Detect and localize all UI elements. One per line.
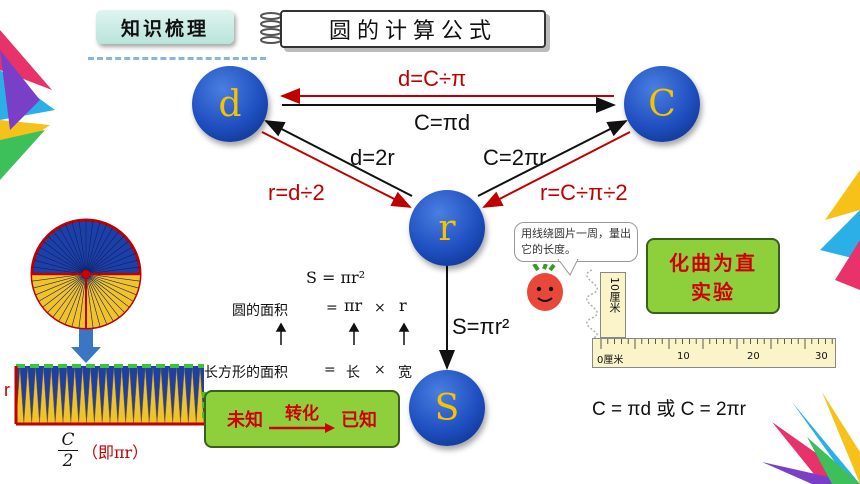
times-sign-1: × — [374, 300, 386, 316]
half-circumference-label: C 2 （即πr） — [58, 430, 148, 471]
known-label: 已知 — [341, 410, 377, 431]
vertical-ruler: 10厘米 — [600, 272, 626, 338]
horizontal-ruler: 0厘米 10 20 30 — [592, 338, 836, 368]
label-d-from-r: d=2r — [350, 145, 395, 170]
transform-arrow-label: 转化 — [285, 404, 319, 424]
page-title: 圆的计算公式 — [280, 10, 546, 48]
circle-to-rect-arrow — [71, 326, 101, 363]
times-sign-2: × — [374, 362, 386, 378]
label-c-from-r: C=2πr — [483, 145, 547, 170]
rearranged-rectangle — [14, 364, 206, 426]
dashed-divider — [88, 57, 266, 60]
rect-height-label: r — [4, 380, 10, 400]
ruler-ticks — [600, 339, 833, 349]
area-formula: S = πr² — [306, 268, 366, 287]
unknown-label: 未知 — [227, 410, 263, 431]
half-c-note: （即πr） — [82, 442, 149, 462]
ruler-tick-20: 20 — [747, 351, 760, 362]
bubble-tail — [557, 259, 579, 276]
string-coil-icon — [586, 269, 598, 339]
eq-sign-1: = — [326, 300, 338, 316]
ruler-tick-30: 30 — [815, 351, 828, 362]
circle-area-label: 圆的面积 — [232, 303, 288, 319]
circumference-formula: C = πd 或 C = 2πr — [592, 399, 746, 420]
node-d: d — [192, 66, 268, 142]
width-term: 宽 — [398, 365, 412, 381]
experiment-subtitle: 实验 — [691, 280, 735, 304]
rect-area-label: 长方形的面积 — [204, 365, 288, 381]
arrow-d-to-r — [261, 131, 412, 208]
speech-bubble: 用线绕圆片一周，量出它的长度。 — [514, 222, 638, 262]
vertical-ruler-label: 10厘米 — [608, 277, 621, 313]
pi-r-term: πr — [344, 296, 363, 315]
arrow-c-to-r — [482, 131, 631, 208]
node-c: C — [624, 66, 700, 142]
confetti-decoration-right-top — [820, 170, 860, 290]
transform-box: 未知 转化 已知 — [204, 390, 400, 448]
sector-circle-diagram — [30, 218, 142, 330]
label-r-from-c: r=C÷π÷2 — [540, 180, 628, 205]
label-d-from-c: d=C÷π — [398, 66, 467, 91]
section-tag: 知识梳理 — [96, 10, 234, 44]
label-r-from-d: r=d÷2 — [268, 180, 325, 205]
length-term: 长 — [346, 365, 360, 381]
confetti-decoration-bottom-right — [762, 392, 860, 484]
label-s-from-r: S=πr² — [452, 314, 510, 339]
radish-character-icon — [527, 264, 563, 311]
ruler-tick-10: 10 — [677, 351, 690, 362]
arrow-r-to-c — [477, 120, 628, 197]
label-c-from-d: C=πd — [414, 110, 471, 135]
fraction-denominator: 2 — [62, 451, 74, 471]
arrow-r-to-d — [264, 120, 413, 197]
ruler-zero-label: 0厘米 — [597, 355, 624, 366]
confetti-decoration-left — [0, 30, 55, 180]
fraction-numerator: C — [61, 430, 75, 450]
node-s: S — [409, 370, 485, 446]
experiment-box: 化曲为直 实验 — [646, 238, 780, 314]
eq-sign-2: = — [324, 362, 336, 378]
experiment-title: 化曲为直 — [669, 251, 757, 275]
node-r: r — [409, 190, 485, 266]
transform-arrow-icon — [269, 423, 335, 433]
r-term: r — [399, 296, 407, 315]
